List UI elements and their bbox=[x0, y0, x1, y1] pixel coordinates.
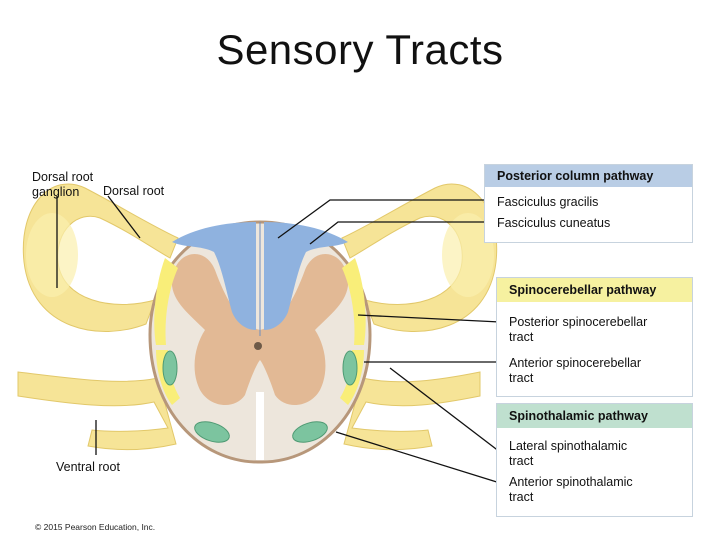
dorsal-root-left bbox=[22, 183, 179, 332]
leader-post-spinocerebellar bbox=[357, 314, 501, 323]
label-dorsal-root-ganglion: Dorsal root ganglion bbox=[32, 170, 94, 199]
posterior-spinocerebellar-right bbox=[342, 258, 366, 345]
posterior-spinocerebellar-label: Posterior spinocerebellar tract bbox=[509, 315, 648, 344]
anterior-spinothalamic-right bbox=[292, 421, 328, 443]
posterior-spinocerebellar-left bbox=[154, 258, 178, 345]
ventral-root-right bbox=[343, 371, 481, 451]
spinothalamic-panel: Spinothalamic pathway Lateral spinothala… bbox=[496, 403, 693, 517]
fasciculus-gracilis-label: Fasciculus gracilis bbox=[497, 195, 599, 209]
leader-ant-spinothalamic bbox=[335, 431, 501, 484]
leader-dorsal-root bbox=[107, 195, 141, 239]
page-title: Sensory Tracts bbox=[216, 26, 504, 73]
lateral-spinothalamic-right bbox=[342, 350, 358, 386]
leader-cuneatus bbox=[309, 221, 492, 245]
leader-lines bbox=[56, 195, 501, 484]
fasciculus-region-right bbox=[264, 222, 348, 330]
dorsal-root-right bbox=[341, 183, 498, 332]
leader-gracilis bbox=[277, 199, 492, 239]
fasciculus-cuneatus-label: Fasciculus cuneatus bbox=[497, 216, 611, 230]
spinothalamic-header: Spinothalamic pathway bbox=[497, 404, 692, 428]
central-canal bbox=[254, 342, 262, 350]
label-dorsal-root: Dorsal root bbox=[103, 184, 165, 198]
anterior-spinocerebellar-label: Anterior spinocerebellar tract bbox=[509, 356, 642, 385]
anterior-spinothalamic-left bbox=[194, 421, 230, 443]
posterior-column-panel: Posterior column pathway Fasciculus grac… bbox=[484, 164, 693, 243]
gray-matter bbox=[171, 253, 349, 406]
anterior-median-fissure bbox=[256, 392, 264, 460]
leader-lat-spinothalamic bbox=[389, 367, 501, 453]
posterior-column-header: Posterior column pathway bbox=[485, 165, 692, 187]
spinocerebellar-header: Spinocerebellar pathway bbox=[497, 278, 692, 302]
label-ventral-root: Ventral root bbox=[56, 460, 120, 474]
ventral-root-left bbox=[17, 371, 177, 451]
spinocerebellar-panel: Spinocerebellar pathway Posterior spinoc… bbox=[496, 277, 693, 397]
lateral-spinothalamic-left bbox=[162, 350, 178, 386]
copyright-notice: © 2015 Pearson Education, Inc. bbox=[35, 522, 156, 532]
lateral-spinothalamic-label: Lateral spinothalamic tract bbox=[509, 439, 628, 468]
anterior-spinothalamic-label: Anterior spinothalamic tract bbox=[509, 475, 633, 504]
fasciculus-region-left bbox=[172, 222, 256, 330]
